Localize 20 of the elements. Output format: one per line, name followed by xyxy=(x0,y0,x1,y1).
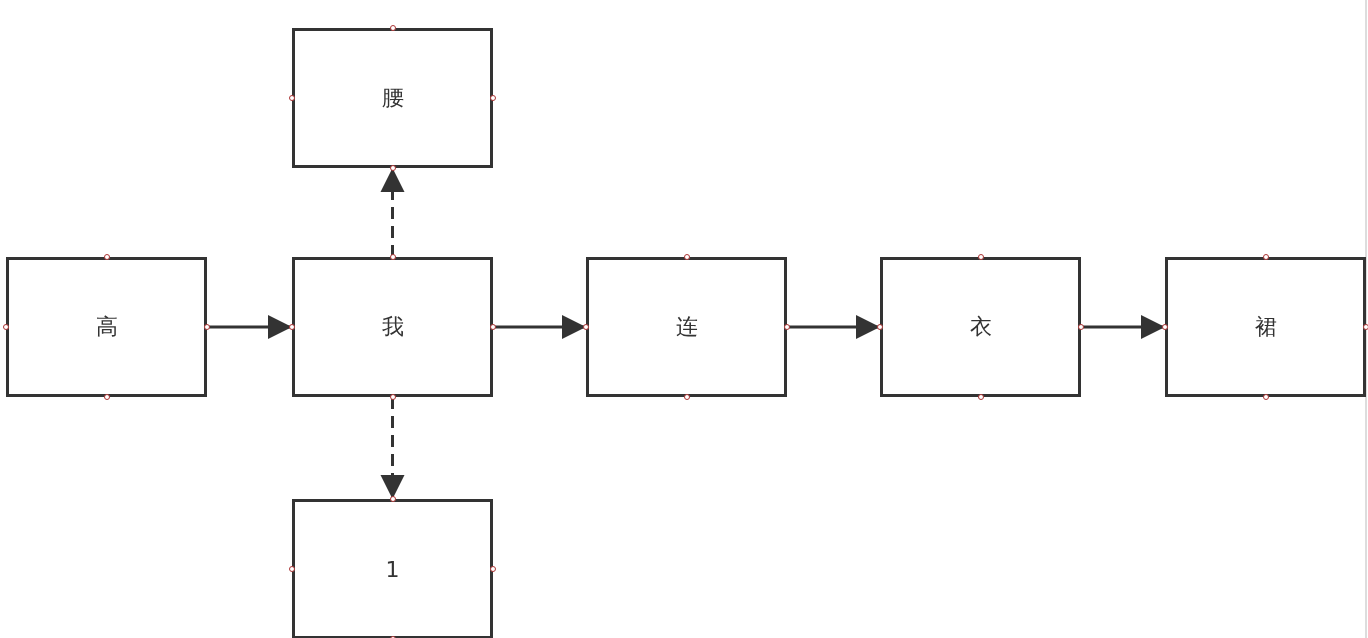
arrow xyxy=(493,315,586,339)
box-label: 裙 xyxy=(1254,313,1277,341)
box-label: 我 xyxy=(381,313,404,341)
process-box xyxy=(586,257,787,397)
process-box xyxy=(880,257,1081,397)
box-label: 连 xyxy=(675,313,698,341)
arrow xyxy=(1081,315,1165,339)
arrow xyxy=(380,168,405,257)
process-box xyxy=(6,257,207,397)
box-label: 腰 xyxy=(381,84,404,112)
box-label: 1 xyxy=(385,556,400,582)
box-label: 高 xyxy=(95,313,118,341)
arrow xyxy=(207,315,292,339)
box-label: 衣 xyxy=(969,313,992,341)
arrow xyxy=(380,397,405,499)
process-box xyxy=(292,28,493,168)
process-box xyxy=(292,257,493,397)
arrow xyxy=(787,315,880,339)
process-box xyxy=(292,499,493,638)
process-box xyxy=(1165,257,1366,397)
